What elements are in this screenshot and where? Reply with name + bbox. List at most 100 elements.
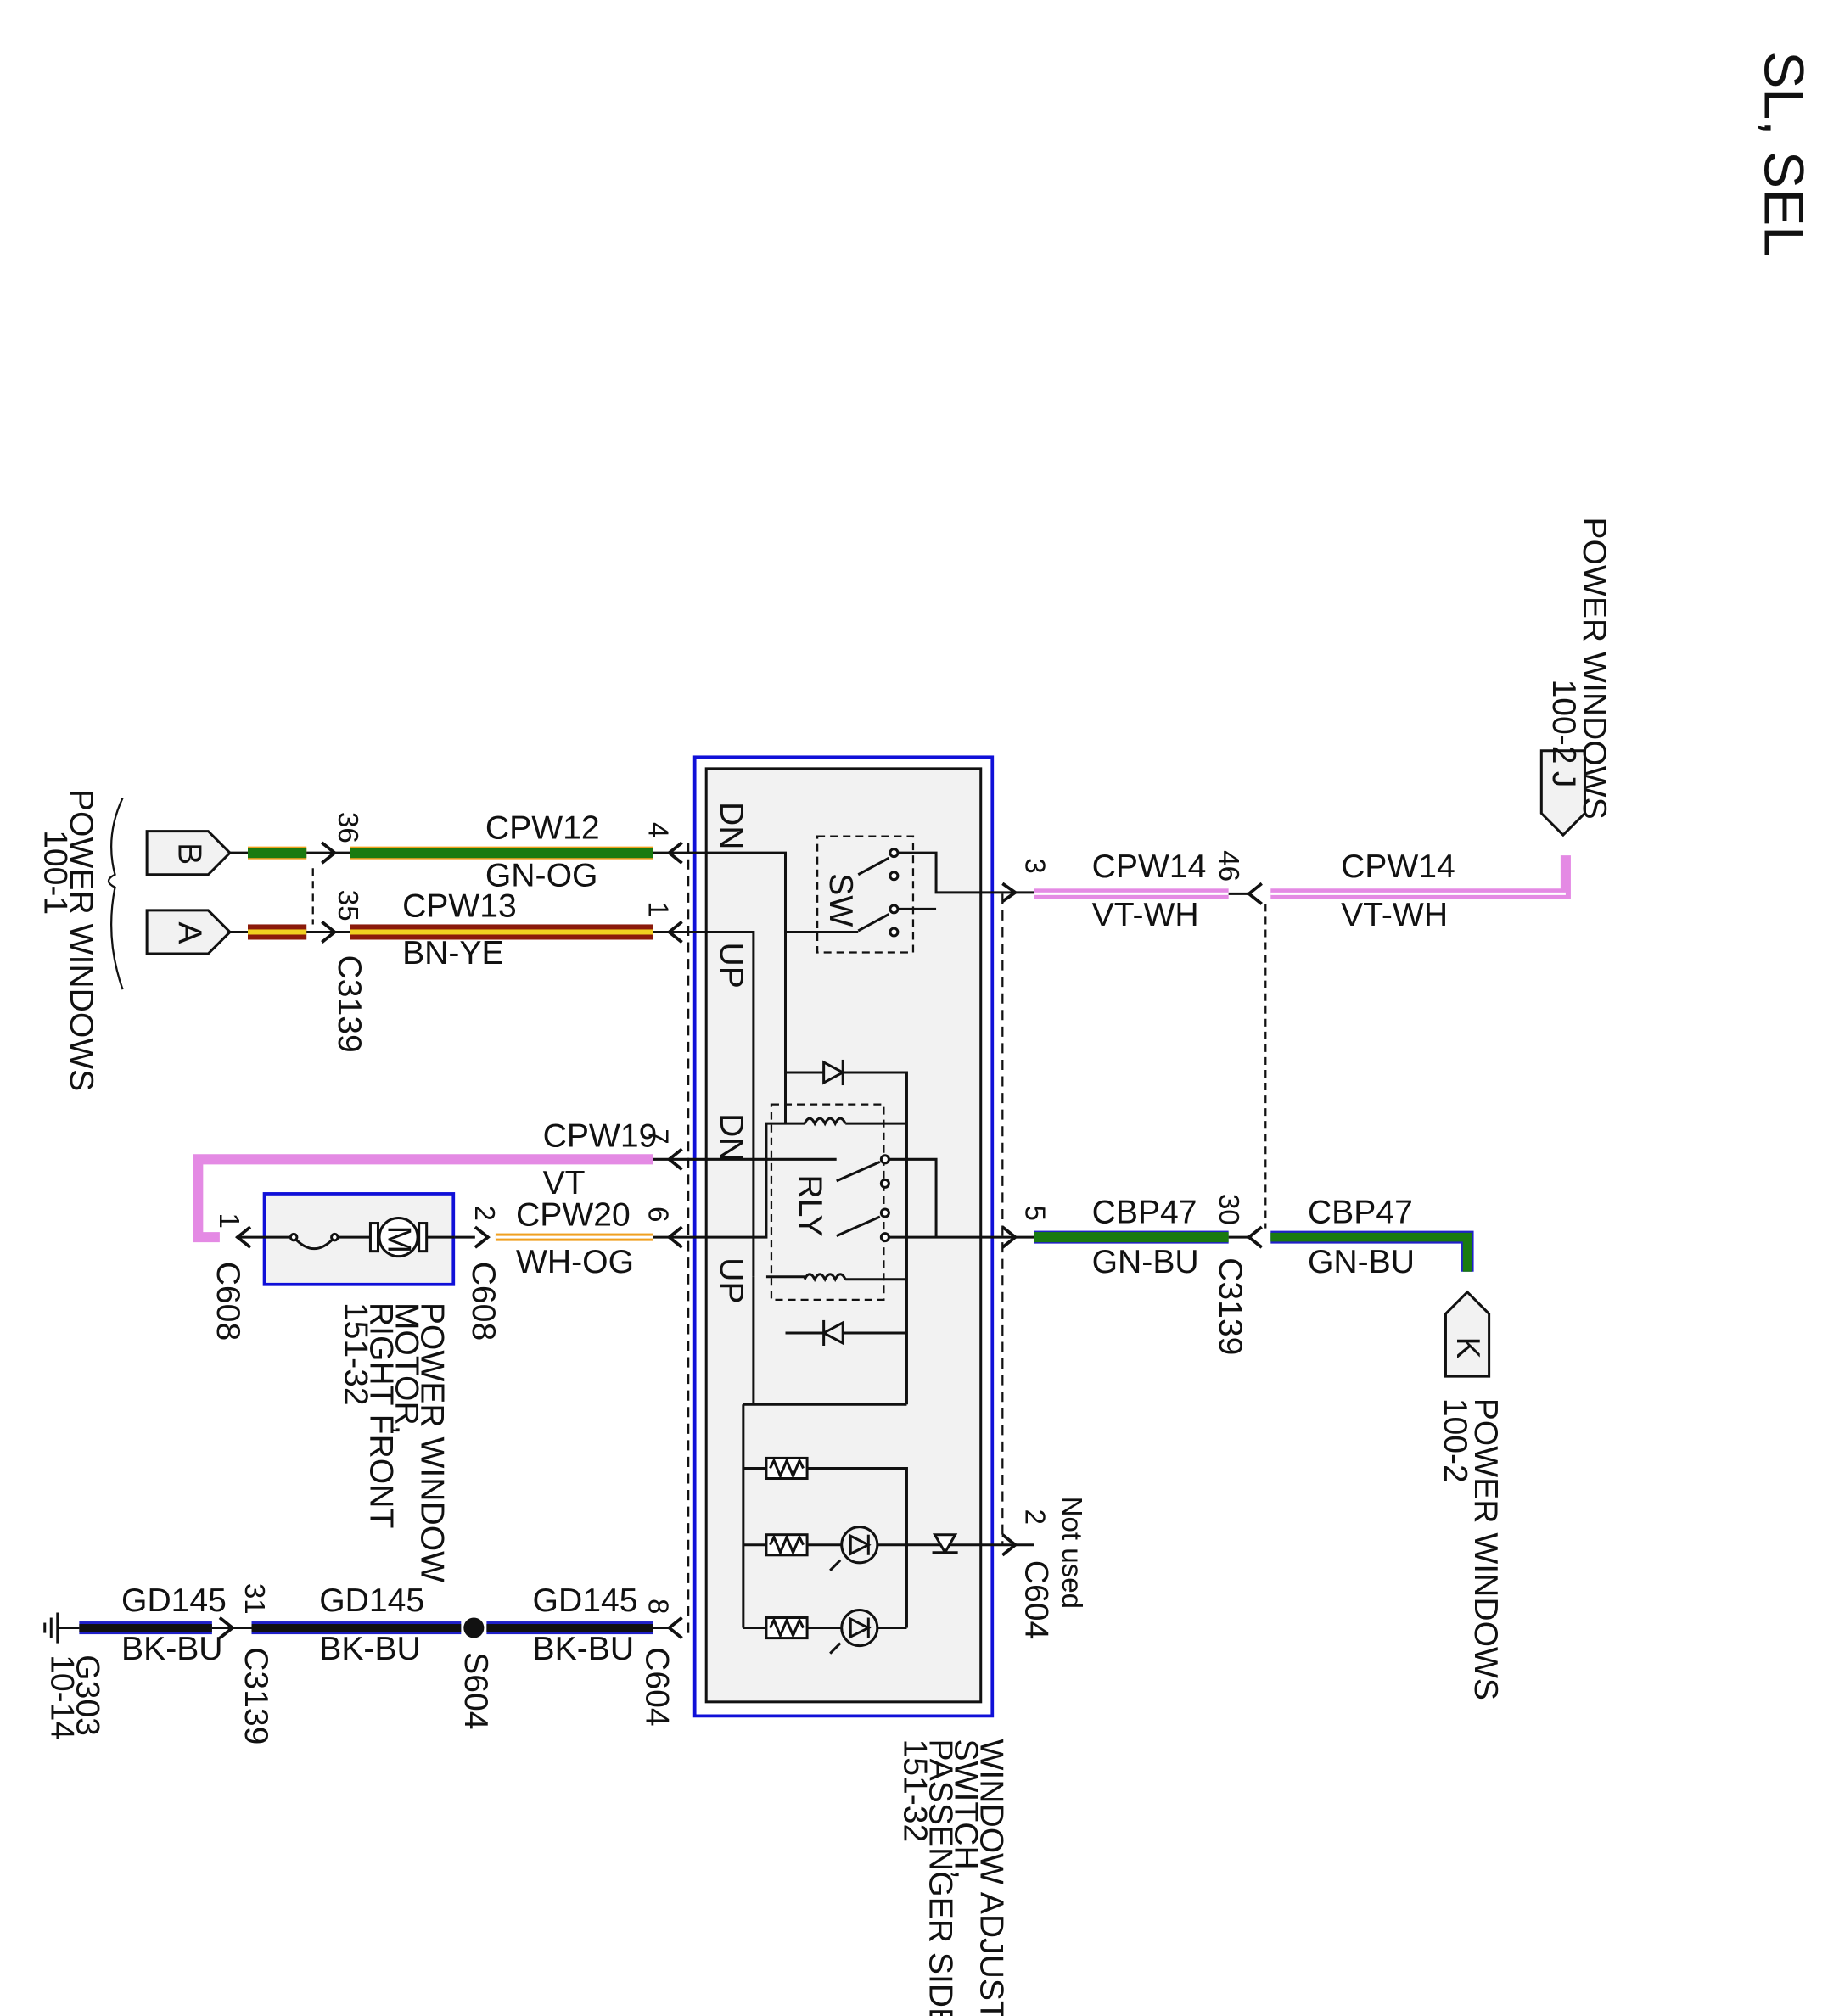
connector-c3139-left: C3139 bbox=[331, 955, 367, 1053]
label-cbp47-b: CBP47 bbox=[1308, 1195, 1413, 1231]
relay-coils bbox=[803, 1117, 847, 1283]
svg-text:POWER WINDOWS: POWER WINDOWS bbox=[63, 789, 99, 1091]
ground-page: 10-14 bbox=[43, 1655, 80, 1739]
pin-cpw12-c3139: 36 bbox=[332, 812, 363, 843]
ref-pw-100-2-bottom-page: 100-2 bbox=[1437, 1398, 1473, 1483]
svg-text:MOTOR,: MOTOR, bbox=[389, 1302, 425, 1435]
pin-cpw19-c608: 1 bbox=[213, 1213, 244, 1229]
ground-symbol bbox=[43, 1612, 80, 1644]
color-cbp47-b: GN-BU bbox=[1308, 1244, 1415, 1280]
wire-cpw14 bbox=[1034, 855, 1571, 899]
connector-c604-unused: C604 bbox=[1018, 1560, 1054, 1640]
sw-dashed-box bbox=[816, 835, 915, 954]
pin-gd145-c604: 8 bbox=[642, 1599, 673, 1614]
relay-dashed-box bbox=[770, 1103, 885, 1301]
motor-internals bbox=[236, 1217, 455, 1258]
connector-c608-right: C608 bbox=[465, 1262, 502, 1341]
dn-label-bottom: DN bbox=[713, 1113, 749, 1162]
ref-pw-100-2-top-title: POWER WINDOWS bbox=[1576, 517, 1612, 819]
ref-pw-100-2-top-page: 100-2 bbox=[1545, 680, 1582, 764]
led-2 bbox=[829, 1608, 879, 1655]
wire-cpw13 bbox=[229, 924, 670, 940]
not-used-note: Not used bbox=[1056, 1497, 1087, 1609]
color-cpw14-b: VT-WH bbox=[1341, 897, 1448, 933]
label-cpw19: CPW19 bbox=[543, 1117, 658, 1154]
connector-c3139-ground: C3139 bbox=[238, 1647, 274, 1744]
label-cpw14-b: CPW14 bbox=[1341, 848, 1455, 885]
ref-pw-100-2-bottom-title: POWER WINDOWS bbox=[1467, 1398, 1504, 1700]
svg-text:151-32: 151-32 bbox=[896, 1739, 933, 1842]
wire-cpw20 bbox=[454, 1233, 670, 1241]
svg-text:151-32: 151-32 bbox=[337, 1302, 373, 1406]
label-cpw13: CPW13 bbox=[402, 888, 517, 924]
connector-j: J bbox=[1539, 749, 1586, 837]
wire-cpw19 bbox=[193, 1154, 670, 1243]
label-cpw20: CPW20 bbox=[516, 1197, 631, 1234]
connector-c608-left: C608 bbox=[210, 1262, 246, 1341]
pin-cpw20-c604: 6 bbox=[642, 1207, 673, 1222]
module-name: WINDOW ADJUST SWITCH, PASSENGER SIDE 151… bbox=[896, 1739, 1009, 2016]
svg-text:WINDOW ADJUST: WINDOW ADJUST bbox=[973, 1739, 1010, 2016]
wire-cpw12 bbox=[229, 846, 670, 860]
wire-cbp47 bbox=[1034, 1230, 1474, 1272]
connector-a: A bbox=[145, 909, 233, 955]
up-label-top: UP bbox=[713, 943, 749, 988]
pin-cpw13-c3139: 35 bbox=[332, 890, 363, 921]
pin-cpw20-c608: 2 bbox=[468, 1205, 500, 1220]
motor-symbol: M bbox=[381, 1226, 418, 1254]
svg-text:PASSENGER SIDE: PASSENGER SIDE bbox=[922, 1739, 959, 2016]
sw-label: SW bbox=[822, 873, 859, 927]
label-gd145-b: GD145 bbox=[319, 1582, 424, 1619]
label-cbp47-a: CBP47 bbox=[1092, 1195, 1197, 1231]
connector-c3139-right: C3139 bbox=[1212, 1257, 1248, 1355]
color-cpw19: VT bbox=[543, 1165, 586, 1201]
label-cpw14-a: CPW14 bbox=[1092, 848, 1207, 885]
motor-name: POWER WINDOW MOTOR, RIGHT FRONT 151-32 bbox=[337, 1302, 450, 1582]
color-gd145-b: BK-BU bbox=[319, 1631, 421, 1667]
pin-stubs bbox=[229, 851, 1034, 1630]
pin-cpw13-c604: 1 bbox=[642, 901, 673, 916]
pin-cpw12-c604: 4 bbox=[642, 822, 673, 837]
pin-cpw14-c3139: 46 bbox=[1213, 850, 1244, 882]
pin-cpw14-c604: 3 bbox=[1018, 858, 1050, 873]
dn-label-top: DN bbox=[713, 802, 749, 850]
label-gd145-a: GD145 bbox=[533, 1582, 638, 1619]
svg-text:B: B bbox=[171, 843, 208, 865]
connector-c604-ground: C604 bbox=[638, 1647, 675, 1727]
ground-name: G303 bbox=[69, 1655, 105, 1736]
pin-gd145-c3139: 31 bbox=[238, 1583, 270, 1615]
svg-text:POWER WINDOW: POWER WINDOW bbox=[414, 1302, 451, 1582]
variant-label: SL, SEL bbox=[1752, 51, 1815, 257]
diode-bottom bbox=[821, 1319, 844, 1347]
svg-text:RIGHT FRONT: RIGHT FRONT bbox=[362, 1302, 399, 1529]
splice-s604: S604 bbox=[457, 1652, 494, 1729]
resistor-1 bbox=[765, 1456, 809, 1481]
color-cpw20: WH-OG bbox=[516, 1244, 634, 1280]
diode-illum bbox=[932, 1533, 958, 1555]
pin-cbp47-c3139: 30 bbox=[1213, 1194, 1244, 1225]
svg-text:J: J bbox=[1545, 771, 1582, 788]
svg-text:SWITCH,: SWITCH, bbox=[948, 1739, 984, 1879]
color-cpw12: GN-OG bbox=[485, 857, 598, 893]
diode-top bbox=[822, 1059, 846, 1086]
color-cpw13: BN-YE bbox=[402, 935, 504, 972]
svg-text:A: A bbox=[171, 921, 208, 944]
sw-contacts bbox=[857, 848, 900, 938]
rly-label: RLY bbox=[792, 1174, 828, 1236]
resistor-2 bbox=[765, 1533, 809, 1557]
ref-power-windows-100-1: POWER WINDOWS 100-1 bbox=[37, 789, 124, 1091]
connector-k: K bbox=[1444, 1290, 1491, 1378]
svg-text:K: K bbox=[1449, 1336, 1486, 1358]
sw-wiring bbox=[670, 851, 1016, 1277]
up-label-bottom: UP bbox=[713, 1257, 749, 1303]
color-gd145-a: BK-BU bbox=[533, 1631, 635, 1667]
color-cbp47-a: GN-BU bbox=[1092, 1244, 1199, 1280]
relay-contacts bbox=[836, 1154, 890, 1243]
connector-b: B bbox=[145, 830, 233, 876]
pin-unused-c604: 2 bbox=[1018, 1509, 1050, 1525]
color-gd145-c: BK-BU bbox=[121, 1631, 223, 1667]
label-gd145-c: GD145 bbox=[121, 1582, 227, 1619]
led-1 bbox=[829, 1526, 879, 1571]
